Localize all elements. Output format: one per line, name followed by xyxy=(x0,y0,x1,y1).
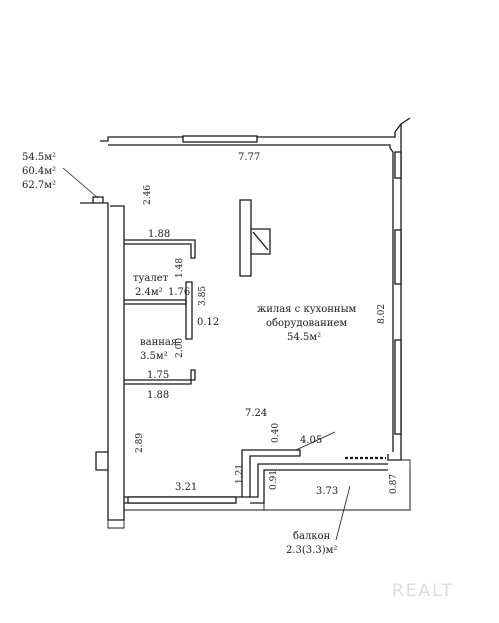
right-window-3 xyxy=(394,339,402,435)
door xyxy=(295,431,336,451)
dim-right-height: 8.02 xyxy=(377,304,387,324)
room-bathroom-name: ванная xyxy=(140,337,177,348)
balcony-rail xyxy=(263,459,411,510)
dim-main-width: 7.24 xyxy=(245,408,267,419)
dim-balcony-width: 3.73 xyxy=(316,486,338,497)
dim-bottom-notch-height: 1.21 xyxy=(235,464,245,484)
walls xyxy=(80,117,411,529)
balcony-leader xyxy=(335,485,351,541)
dim-partition-thickness: 0.12 xyxy=(197,317,219,328)
left-stub xyxy=(92,196,104,203)
ventilation-box xyxy=(251,228,271,255)
room-toilet-area: 2.4м² xyxy=(135,287,163,298)
room-main-area: 54.5м² xyxy=(287,332,321,343)
dim-top-width: 7.77 xyxy=(238,152,260,163)
toilet-top-wall xyxy=(124,239,196,259)
dim-toilet-top-width: 1.88 xyxy=(148,229,170,240)
top-window xyxy=(182,135,258,143)
dim-bathroom-height: 2.00 xyxy=(175,338,185,358)
left-wall-outer xyxy=(80,202,125,521)
leader-line xyxy=(62,167,99,199)
room-main-name-2: оборудованием xyxy=(266,318,347,329)
notch-wall xyxy=(236,449,301,498)
room-balcony-name: балкон xyxy=(293,531,331,542)
room-toilet-name: туалет xyxy=(133,273,169,284)
dim-partition-height: 3.85 xyxy=(198,286,208,306)
dim-balcony-depth: 0.91 xyxy=(269,470,279,490)
dim-lower-left-height: 2.89 xyxy=(135,433,145,453)
toilet-bottom-wall xyxy=(124,299,187,305)
room-balcony-area: 2.3(3.3)м² xyxy=(286,545,337,556)
dim-bottom-left-width: 3.21 xyxy=(175,482,197,493)
dim-bathroom-width: 1.75 xyxy=(147,370,169,381)
dim-balcony-right-depth: 0.87 xyxy=(389,474,399,494)
bottom-window xyxy=(127,496,237,504)
watermark: REALT xyxy=(392,581,454,601)
dim-toilet-height: 1.48 xyxy=(175,258,185,278)
area-total: 60.4м² xyxy=(22,166,56,177)
area-total-with-balcony: 62.7м² xyxy=(22,180,56,191)
dim-notch-width: 4.05 xyxy=(300,435,322,446)
dim-bathroom-bottom-width: 1.88 xyxy=(147,390,169,401)
top-wall-inner xyxy=(108,144,394,153)
dim-notch-height: 0.40 xyxy=(271,423,281,443)
column xyxy=(239,199,252,277)
right-window-2 xyxy=(394,229,402,285)
bathroom-bottom-wall xyxy=(124,369,196,385)
right-window-1 xyxy=(394,151,402,179)
room-bathroom-area: 3.5м² xyxy=(140,351,168,362)
room-main-name-1: жилая с кухонным xyxy=(257,304,357,315)
dim-toilet-width: 1.76 xyxy=(168,287,190,298)
service-partition xyxy=(185,281,193,340)
dim-upper-left-height: 2.46 xyxy=(143,185,153,205)
left-wall-lower xyxy=(95,451,108,471)
area-living: 54.5м² xyxy=(22,152,56,163)
